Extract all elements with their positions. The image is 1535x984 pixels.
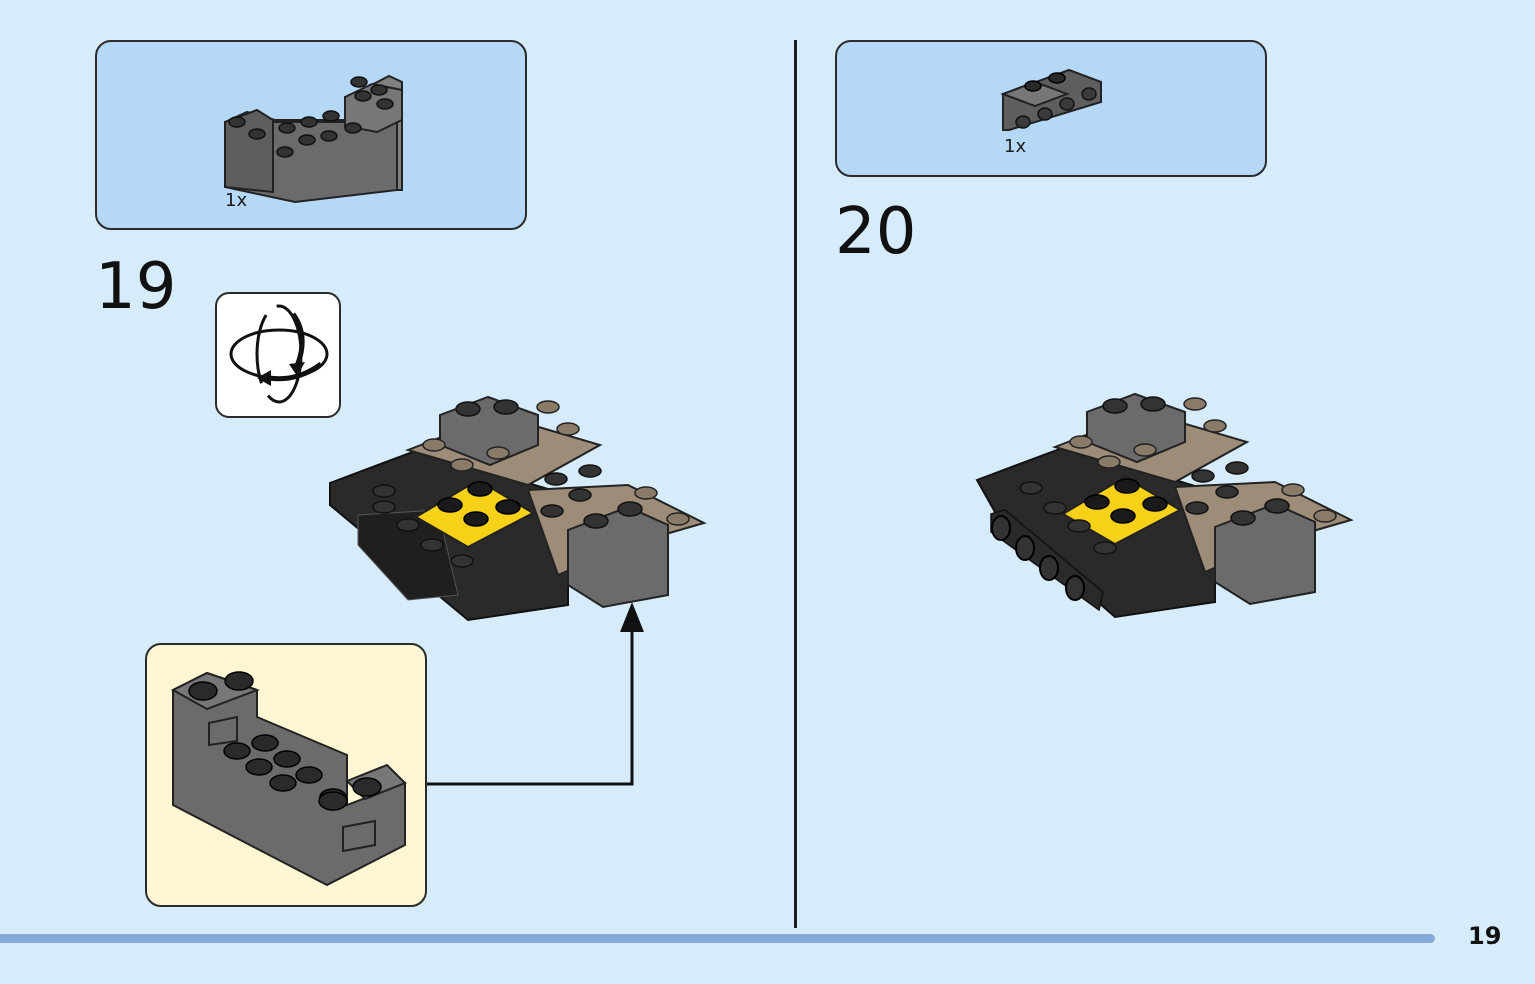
step20-number: 20 <box>835 195 917 269</box>
rotate-model-icon <box>229 304 329 404</box>
step19-parts-box: 1x <box>95 40 527 230</box>
step19-part-quantity: 1x <box>225 190 248 211</box>
dark-gray-bracket-brick-icon <box>170 671 407 887</box>
footer-bar <box>0 934 1435 943</box>
step-divider <box>794 40 797 928</box>
step19-callout-box <box>145 643 427 907</box>
dark-gray-studs-side-plate-icon <box>1000 68 1102 131</box>
step19-model-assembly <box>329 395 707 622</box>
rotate-model-box <box>215 292 341 418</box>
page-number: 19 <box>1468 922 1502 950</box>
step20-model-assembly <box>975 392 1354 619</box>
assembly-arrow <box>426 602 644 786</box>
step19-number: 19 <box>95 250 177 324</box>
step20-parts-box: 1x <box>835 40 1267 177</box>
step20-part-quantity: 1x <box>1004 136 1027 157</box>
dark-gray-bracket-brick-icon <box>224 74 403 204</box>
